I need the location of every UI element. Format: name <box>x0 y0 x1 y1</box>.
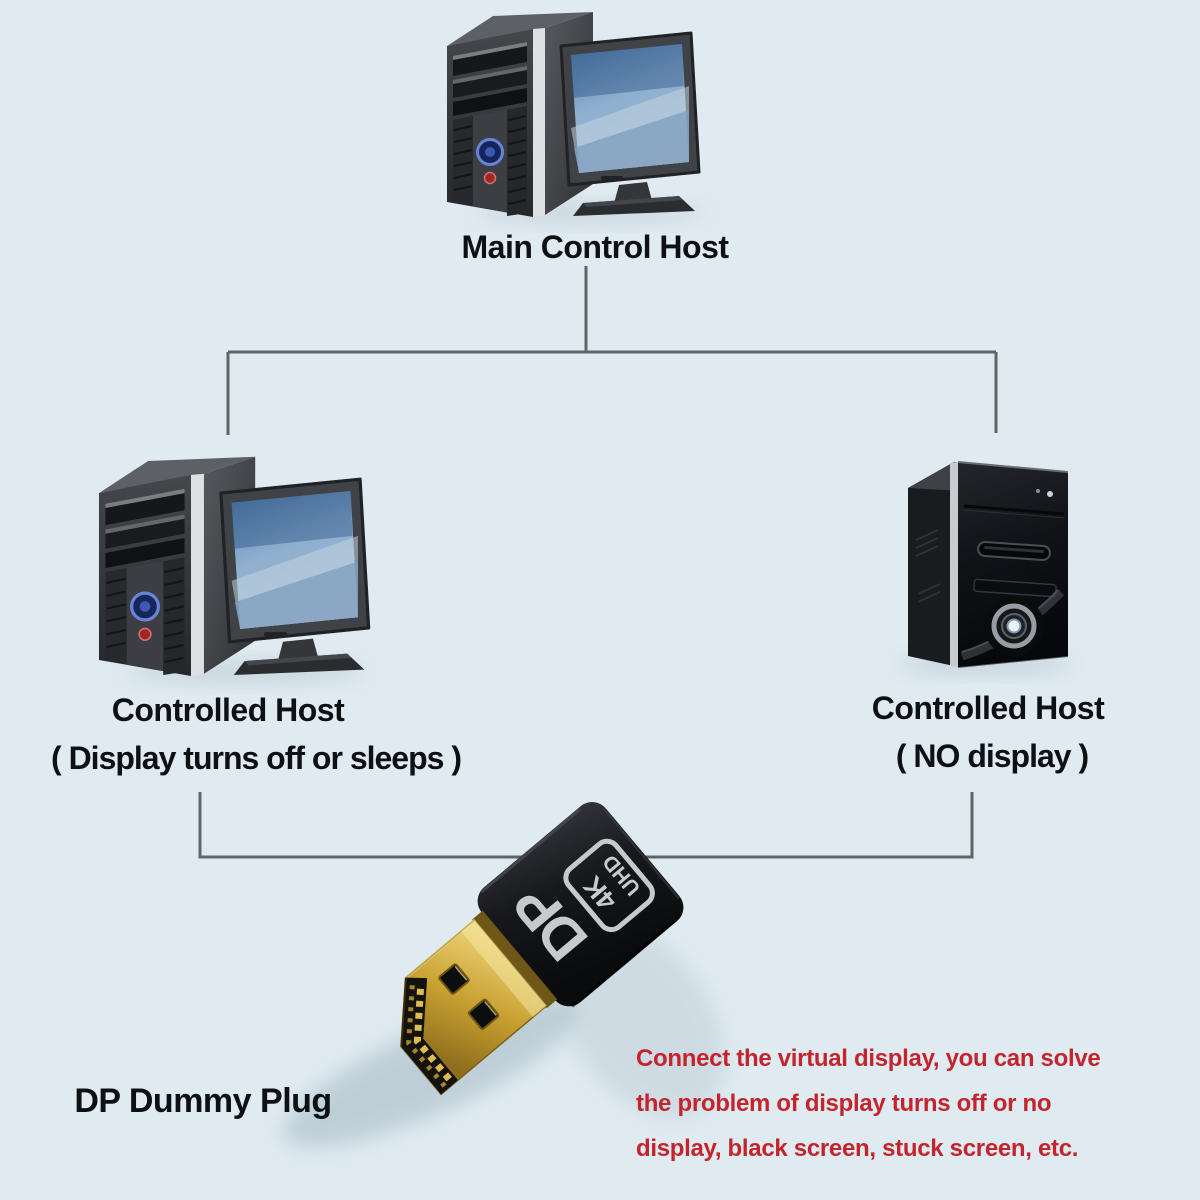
left-host-label: Controlled Host <box>111 692 345 728</box>
right-host-sublabel: ( NO display ) <box>895 738 1089 774</box>
note-text: Connect the virtual display, you can sol… <box>636 1036 1196 1171</box>
note-line-2: the problem of display turns off or no <box>636 1090 1052 1117</box>
uhd-badge-outline <box>563 838 655 933</box>
dp-plug-icon: DP 4K UHD <box>399 802 684 1096</box>
left-host-desktop-pc-icon <box>97 455 371 678</box>
left-host-sublabel: ( Display turns off or sleeps ) <box>51 740 462 776</box>
right-host-tower-pc-icon <box>908 462 1068 667</box>
right-host-label: Controlled Host <box>871 690 1105 726</box>
main-host-desktop-pc-icon <box>445 10 701 219</box>
note-line-3: display, black screen, stuck screen, etc… <box>636 1135 1079 1162</box>
note-line-1: Connect the virtual display, you can sol… <box>636 1045 1101 1072</box>
main-host-label: Main Control Host <box>461 229 729 265</box>
dp-plug-label: DP Dummy Plug <box>74 1082 332 1120</box>
